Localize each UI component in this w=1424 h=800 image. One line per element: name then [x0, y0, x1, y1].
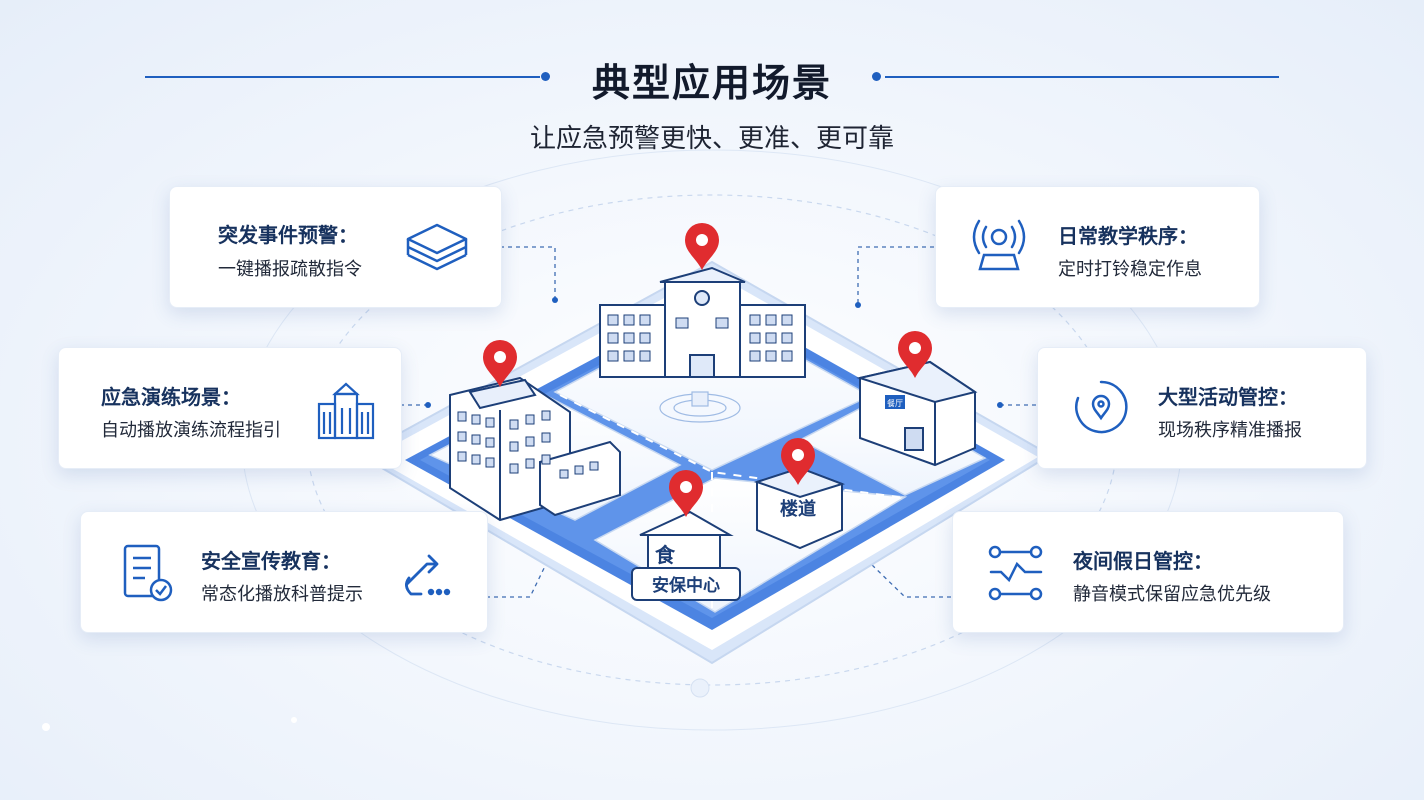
store-sign-label: 餐厅	[887, 399, 903, 408]
page-subtitle: 让应急预警更快、更准、更可靠	[529, 124, 894, 154]
card-daily-teaching[interactable]: 日常教学秩序： 定时打铃稳定作息	[935, 186, 1260, 308]
stack-layers-icon	[406, 223, 468, 271]
card-desc: 一键播报疏散指令	[218, 259, 362, 280]
document-check-icon	[123, 544, 173, 602]
security-center-label: 安保中心	[652, 575, 720, 596]
buildings-icon	[317, 382, 375, 440]
card-desc: 自动播放演练流程指引	[101, 420, 281, 441]
teaching-building-windows	[457, 410, 599, 479]
card-desc: 定时打铃稳定作息	[1058, 259, 1202, 280]
title-divider-left	[145, 76, 540, 78]
title-row: 典型应用场景	[0, 52, 1424, 105]
card-title: 大型活动管控：	[1158, 385, 1298, 409]
location-pin-canteen	[669, 470, 703, 517]
location-pins	[483, 223, 932, 517]
card-title: 日常教学秩序：	[1058, 224, 1198, 248]
card-safety-education[interactable]: 安全宣传教育： 常态化播放科普提示	[80, 511, 488, 633]
card-title: 夜间假日管控：	[1073, 549, 1213, 573]
stairway-building	[753, 466, 846, 550]
security-center-badge	[631, 567, 741, 601]
broadcast-ripple	[659, 391, 741, 423]
share-arrow-icon	[405, 554, 451, 596]
card-desc: 静音模式保留应急优先级	[1073, 584, 1271, 605]
decor-sparkles	[42, 717, 297, 731]
sliders-icon	[988, 545, 1043, 601]
title-divider-right	[885, 76, 1279, 78]
store-building	[856, 360, 978, 467]
canteen-label: 食	[655, 543, 676, 567]
card-large-event[interactable]: 大型活动管控： 现场秩序精准播报	[1037, 347, 1367, 469]
card-title: 突发事件预警：	[218, 223, 358, 247]
broadcast-speaker-icon	[972, 219, 1026, 271]
store-sign	[885, 395, 905, 409]
location-target-icon	[1075, 380, 1128, 434]
card-drill[interactable]: 应急演练场景： 自动播放演练流程指引	[58, 347, 402, 469]
card-title: 安全宣传教育：	[201, 549, 341, 573]
title-dot-right	[872, 72, 881, 81]
connector-lines	[400, 246, 1036, 598]
location-pin-main	[685, 223, 719, 270]
stairway-label: 楼道	[780, 498, 816, 520]
location-pin-stairway	[781, 438, 815, 485]
card-title: 应急演练场景：	[101, 385, 241, 409]
card-night-holiday[interactable]: 夜间假日管控： 静音模式保留应急优先级	[952, 511, 1344, 633]
main-building-windows	[607, 314, 793, 362]
card-emergency-alert[interactable]: 突发事件预警： 一键播报疏散指令	[169, 186, 502, 308]
card-desc: 现场秩序精准播报	[1158, 420, 1302, 441]
location-pin-store	[898, 331, 932, 378]
page-title: 典型应用场景	[591, 61, 832, 105]
location-pin-teaching	[483, 340, 517, 387]
title-dot-left	[541, 72, 550, 81]
card-desc: 常态化播放科普提示	[201, 584, 363, 605]
